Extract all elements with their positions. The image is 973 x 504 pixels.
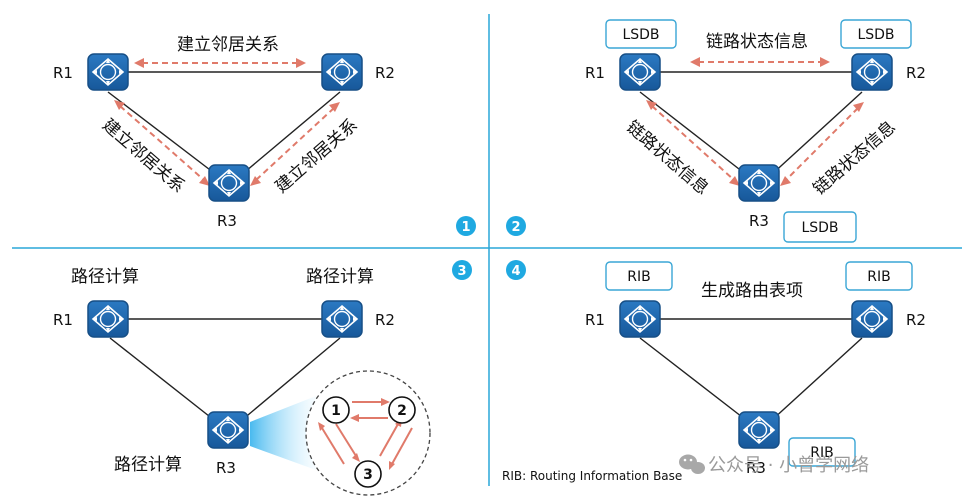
- rib-box-r2: [845, 261, 913, 291]
- router-icon-r1: [87, 53, 129, 91]
- router-label-r3: R3: [216, 459, 236, 477]
- rib-box-r1: [605, 261, 673, 291]
- router-icon-r3: [207, 411, 249, 449]
- neighbor-arrow-r1-r2: [134, 58, 306, 68]
- spf-step-circle: [305, 370, 431, 496]
- path-calc-label-r3: 路径计算: [114, 455, 182, 475]
- router-icon-r2: [321, 53, 363, 91]
- watermark-text: 公众号 · 小曾学网络: [708, 455, 869, 476]
- router-label-r2: R2: [375, 64, 395, 82]
- spf-step-3: 3: [363, 467, 373, 483]
- link-r2-r3: [239, 91, 341, 177]
- lsdb-label-r3: LSDB: [801, 220, 838, 236]
- lsdb-box-r3: [783, 211, 857, 243]
- spf-zoom-glow: [250, 396, 316, 470]
- router-label-r1: R1: [53, 64, 73, 82]
- neighbor-arrow-r1-r3: [114, 100, 210, 186]
- router-label-r1: R1: [53, 311, 73, 329]
- link-r2-r3: [769, 91, 863, 177]
- lsa-arrow-r1-r3: [646, 100, 740, 186]
- link-r1-r3: [107, 91, 219, 177]
- badge-1-text: 1: [461, 220, 470, 235]
- badge-3: [452, 260, 472, 280]
- badge-2-text: 2: [511, 220, 520, 235]
- q2-right-label: 链路状态信息: [810, 117, 900, 199]
- router-label-r2: R2: [375, 311, 395, 329]
- rib-label-r2: RIB: [867, 269, 890, 285]
- router-label-r3: R3: [217, 212, 237, 230]
- router-icon-r2: [851, 300, 893, 338]
- q1-right-label: 建立邻居关系: [272, 115, 362, 197]
- router-label-r3: R3: [746, 459, 766, 477]
- router-icon-r3: [208, 164, 250, 202]
- router-icon-r3: [738, 411, 780, 449]
- path-calc-label-r1: 路径计算: [71, 267, 139, 287]
- q4-center-label: 生成路由表项: [701, 281, 803, 301]
- badge-1: [456, 216, 476, 236]
- lsa-arrow-r1-r2: [690, 57, 830, 67]
- link-r1-r3: [109, 337, 215, 421]
- footnote-rib: RIB: Routing Information Base: [502, 469, 682, 483]
- q2-top-label: 链路状态信息: [706, 32, 808, 52]
- badge-4-text: 4: [511, 264, 520, 279]
- quadrant-3-path-calculation: R1 R2 R3 路径计算 路径计算 路径计算: [53, 260, 472, 496]
- path-calc-label-r2: 路径计算: [306, 267, 374, 287]
- link-r1-r3: [639, 91, 749, 177]
- lsdb-box-r2: [840, 19, 912, 49]
- spf-step-1: 1: [331, 403, 341, 419]
- rib-label-r3: RIB: [810, 445, 833, 461]
- router-icon-r1: [87, 300, 129, 338]
- rib-label-r1: RIB: [627, 269, 650, 285]
- spf-step-2: 2: [397, 403, 407, 419]
- lsdb-label-r1: LSDB: [622, 27, 659, 43]
- badge-3-text: 3: [457, 264, 466, 279]
- router-label-r3: R3: [749, 212, 769, 230]
- badge-2: [506, 216, 526, 236]
- router-icon-r2: [851, 53, 893, 91]
- router-label-r2: R2: [906, 311, 926, 329]
- lsa-arrow-r2-r3: [780, 102, 864, 186]
- badge-4: [506, 260, 526, 280]
- quadrant-2-lsdb-sync: R1 R2 R3 LSDB LSDB LSDB 链路状态信息 链路状态信息 链路…: [506, 19, 926, 243]
- router-label-r1: R1: [585, 311, 605, 329]
- quadrant-1-neighbor-setup: R1 R2 R3 建立邻居关系 建立邻居关系 建立邻居关系 1: [53, 35, 476, 236]
- router-label-r1: R1: [585, 64, 605, 82]
- link-r2-r3: [241, 337, 341, 421]
- q2-left-label: 链路状态信息: [622, 117, 712, 199]
- link-r1-r3: [639, 337, 747, 421]
- neighbor-arrow-r2-r3: [250, 102, 340, 186]
- link-r2-r3: [771, 337, 863, 421]
- lsdb-box-r1: [605, 19, 677, 49]
- router-icon-r1: [619, 53, 661, 91]
- router-icon-r2: [321, 300, 363, 338]
- lsdb-label-r2: LSDB: [857, 27, 894, 43]
- router-label-r2: R2: [906, 64, 926, 82]
- router-icon-r3: [738, 164, 780, 202]
- wechat-icon: [679, 454, 705, 474]
- q1-top-label: 建立邻居关系: [177, 35, 279, 55]
- quadrant-4-route-table: R1 R2 R3 RIB RIB RIB 生成路由表项 4: [506, 260, 926, 477]
- rib-box-r3: [788, 437, 856, 467]
- router-icon-r1: [619, 300, 661, 338]
